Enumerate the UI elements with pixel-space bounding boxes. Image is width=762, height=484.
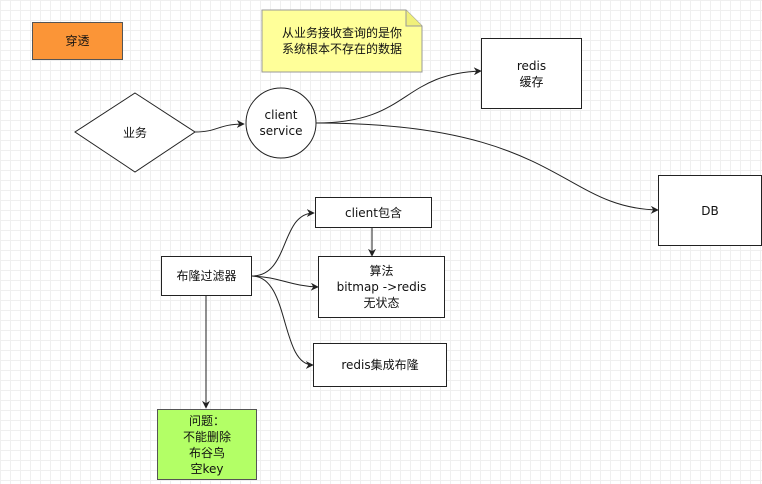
business-label-wrap: 业务 (95, 122, 175, 142)
bloom-filter-box[interactable]: 布隆过滤器 (161, 256, 252, 296)
algorithm-line-2: bitmap ->redis (336, 280, 427, 294)
algorithm-box[interactable]: 算法 bitmap ->redis 无状态 (318, 256, 445, 318)
edge-client-service-to-redis-cache (315, 67, 482, 124)
edge-bloom-to-algorithm (251, 275, 319, 291)
redis-cache-line-2: 缓存 (519, 74, 544, 89)
note-line-1: 从业务接收查询的是你 (281, 26, 402, 40)
problems-line-1: 问题： (188, 413, 225, 428)
edge-business-to-client-service (194, 120, 245, 133)
problems-line-4: 空key (190, 461, 224, 476)
problems-box[interactable]: 问题： 不能删除 布谷鸟 空key (157, 409, 257, 480)
client-service-label-line-1: client (264, 108, 298, 122)
business-label: 业务 (122, 125, 147, 140)
db-box[interactable]: DB (658, 175, 762, 246)
redis-integrated-bloom-box[interactable]: redis集成布隆 (313, 343, 447, 387)
note[interactable]: 从业务接收查询的是你 系统根本不存在的数据 (262, 10, 422, 72)
problems-line-3: 布谷鸟 (188, 445, 225, 460)
note-line-2: 系统根本不存在的数据 (281, 42, 402, 56)
problems-line-2: 不能删除 (182, 429, 231, 444)
edge-client-service-to-db (315, 122, 659, 214)
client-contains-box[interactable]: client包含 (315, 197, 432, 228)
client-service-label-line-2: service (259, 124, 303, 138)
client-contains-label: client包含 (345, 205, 402, 220)
redis-integrated-bloom-label: redis集成布隆 (341, 358, 419, 372)
algorithm-line-3: 无状态 (363, 296, 400, 310)
client-service-label-wrap: client service (246, 103, 316, 143)
penetration-label: 穿透 (65, 34, 90, 48)
edge-bloom-to-redis-integrated (251, 275, 314, 369)
algorithm-line-1: 算法 (369, 264, 394, 278)
note-shape (261, 9, 423, 73)
redis-cache-box[interactable]: redis 缓存 (481, 38, 582, 109)
business-diamond[interactable] (74, 92, 196, 173)
redis-cache-line-1: redis (516, 58, 547, 73)
edge-bloom-to-client-contains (251, 209, 315, 277)
penetration-box[interactable]: 穿透 (32, 22, 123, 60)
bloom-filter-label: 布隆过滤器 (176, 269, 237, 283)
db-label: DB (701, 203, 719, 218)
